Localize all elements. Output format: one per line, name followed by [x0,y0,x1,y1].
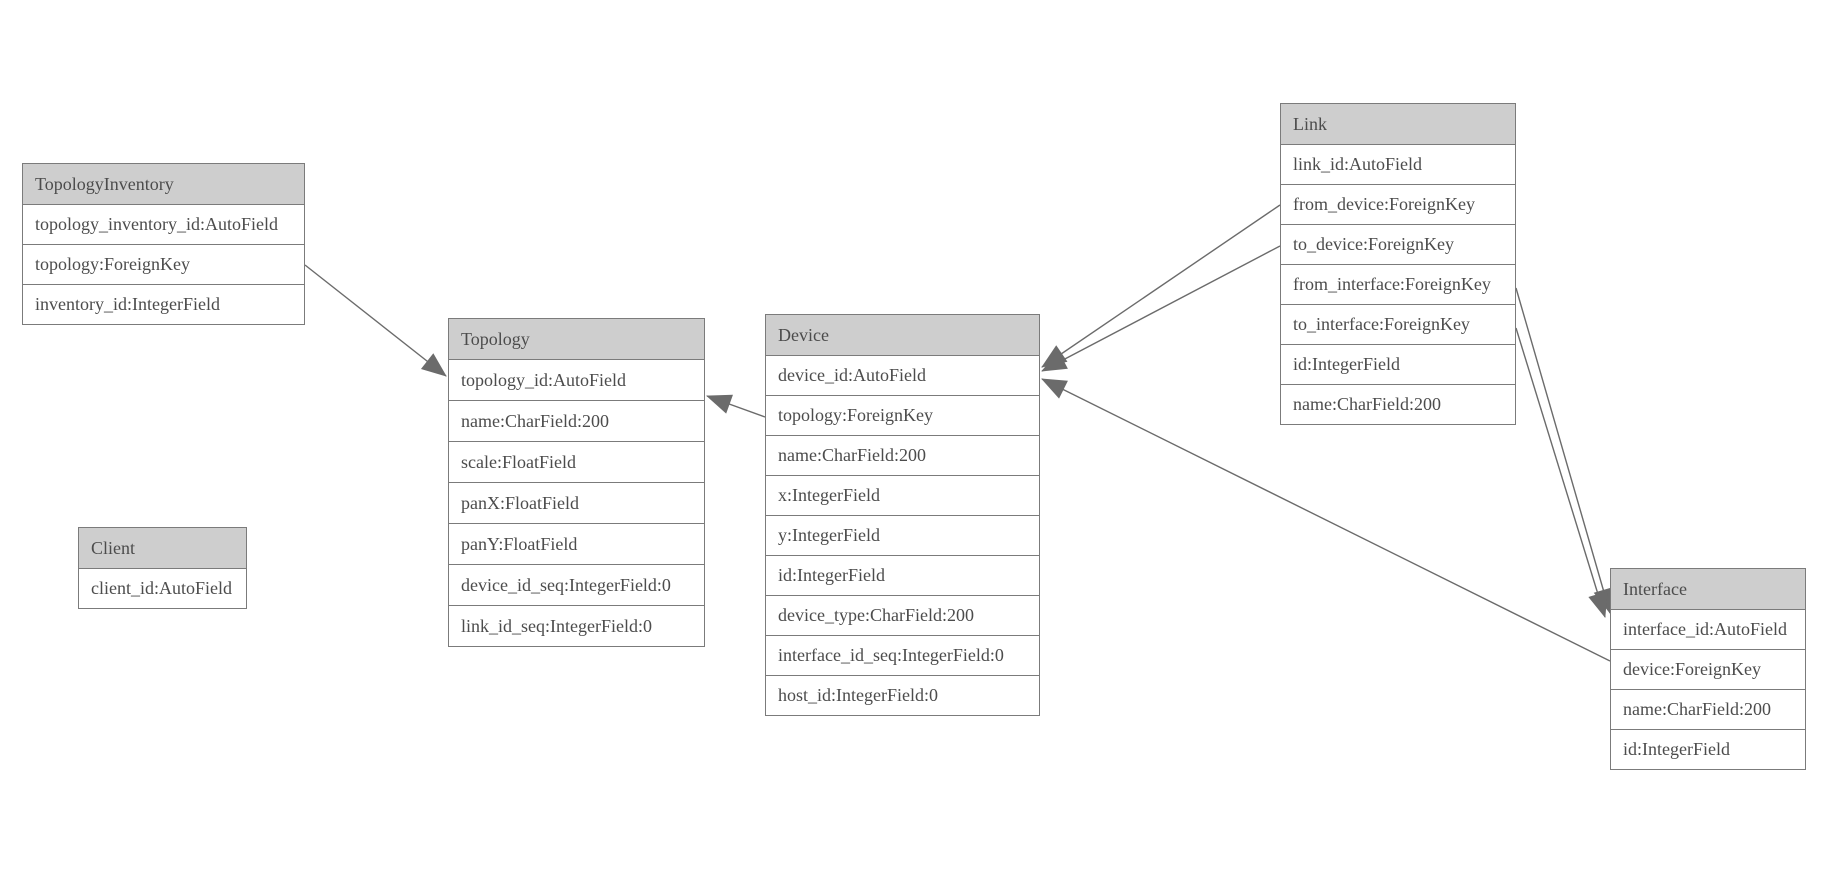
entity-header: Client [79,528,246,568]
field-row: scale:FloatField [449,441,704,482]
relationship-topologyinventory-topology [304,264,447,377]
field-row: name:CharField:200 [1281,384,1515,424]
field-row: name:CharField:200 [766,435,1039,475]
field-row: id:IntegerField [766,555,1039,595]
relationship-link-fromdevice-device [1041,204,1281,368]
entity-fields: client_id:AutoField [79,568,246,608]
field-row: topology:ForeignKey [766,395,1039,435]
field-row: interface_id:AutoField [1611,609,1805,649]
entity-header: Device [766,315,1039,355]
field-row: client_id:AutoField [79,568,246,608]
field-row: inventory_id:IntegerField [23,284,304,324]
entity-header: Topology [449,319,704,359]
field-row: to_interface:ForeignKey [1281,304,1515,344]
field-row: interface_id_seq:IntegerField:0 [766,635,1039,675]
relationship-link-tointerface-interface [1515,327,1608,618]
field-row: topology:ForeignKey [23,244,304,284]
field-row: to_device:ForeignKey [1281,224,1515,264]
entity-topologyinventory: TopologyInventory topology_inventory_id:… [22,163,305,325]
field-row: device_id:AutoField [766,355,1039,395]
relationship-link-frominterface-interface [1515,287,1613,614]
field-row: link_id_seq:IntegerField:0 [449,605,704,646]
field-row: from_device:ForeignKey [1281,184,1515,224]
relationship-device-topology [706,394,766,418]
field-row: host_id:IntegerField:0 [766,675,1039,715]
field-row: device:ForeignKey [1611,649,1805,689]
entity-header: TopologyInventory [23,164,304,204]
field-row: device_id_seq:IntegerField:0 [449,564,704,605]
field-row: name:CharField:200 [1611,689,1805,729]
relationship-link-todevice-device [1041,245,1281,372]
field-row: id:IntegerField [1281,344,1515,384]
field-row: y:IntegerField [766,515,1039,555]
entity-client: Client client_id:AutoField [78,527,247,609]
field-row: topology_inventory_id:AutoField [23,204,304,244]
field-row: link_id:AutoField [1281,144,1515,184]
entity-header: Interface [1611,569,1805,609]
field-row: x:IntegerField [766,475,1039,515]
field-row: panY:FloatField [449,523,704,564]
field-row: topology_id:AutoField [449,359,704,400]
field-row: id:IntegerField [1611,729,1805,769]
field-row: name:CharField:200 [449,400,704,441]
field-row: panX:FloatField [449,482,704,523]
field-row: device_type:CharField:200 [766,595,1039,635]
field-row: from_interface:ForeignKey [1281,264,1515,304]
entity-header: Link [1281,104,1515,144]
